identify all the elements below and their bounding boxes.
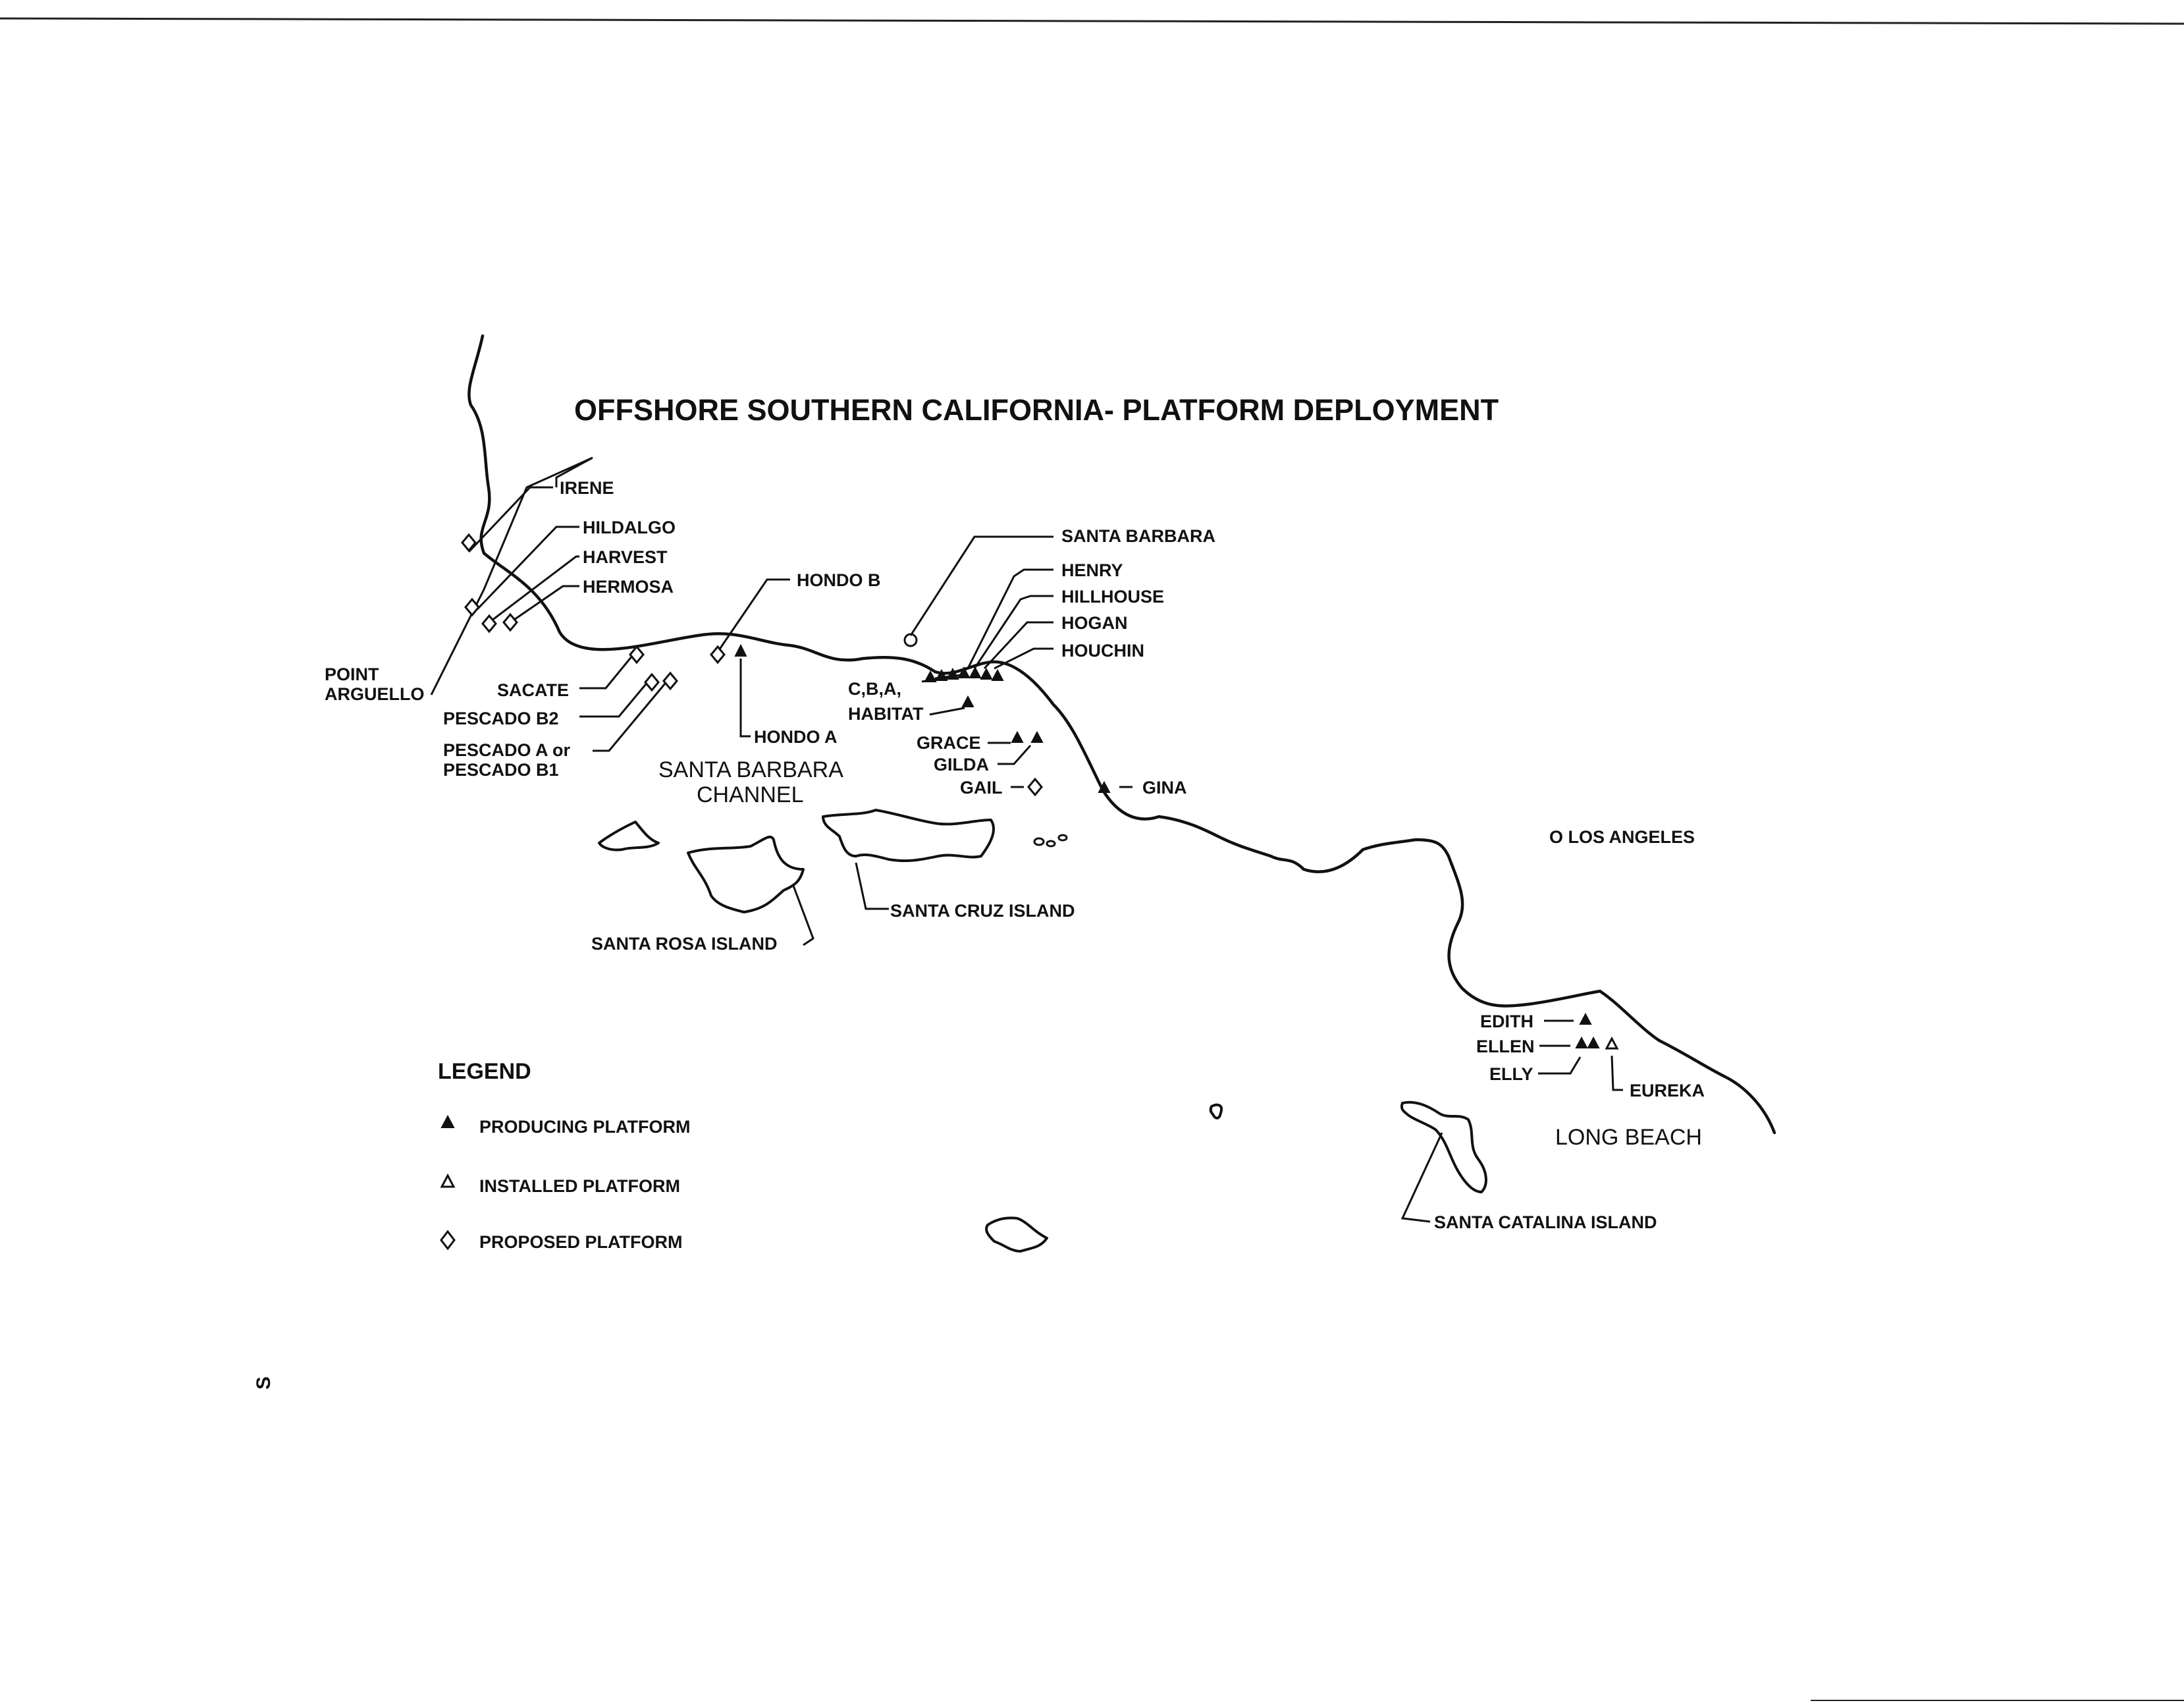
legend-producing-icon [440,1114,455,1128]
gail-marker [1027,777,1043,797]
san-nicolas-island [985,1216,1048,1253]
label-point-arguello-2: ARGUELLO [325,684,425,704]
label-ellen: ELLEN [1476,1037,1535,1056]
legend: LEGEND PRODUCING PLATFORM INSTALLED PLAT… [438,1059,690,1252]
legend-proposed-icon [440,1230,456,1251]
pescado-a-marker [662,671,678,691]
cba-marker-3 [946,667,959,680]
santa-barbara-island [1209,1103,1223,1120]
houchin-marker [991,668,1004,681]
label-pescado-b2: PESCADO B2 [443,709,559,728]
label-henry: HENRY [1061,560,1123,580]
label-houchin: HOUCHIN [1061,641,1144,661]
legend-installed-label: INSTALLED PLATFORM [479,1176,680,1196]
gina-marker [1098,780,1111,793]
hondo-b-marker [710,645,726,664]
label-cba: C,B,A, [848,679,901,699]
henry-marker [957,666,971,678]
label-gail: GAIL [960,778,1003,798]
map-labels: IRENE HILDALGO HARVEST HERMOSA POINT ARG… [325,478,1705,1232]
santa-barbara-city-marker [903,633,918,647]
label-harvest: HARVEST [583,547,668,567]
top-rule [0,17,2184,25]
label-hondo-b: HONDO B [797,570,881,590]
label-habitat: HABITAT [848,704,924,724]
coastline [467,334,1776,1135]
pescado-b2-marker [644,672,660,692]
producing-platform-markers [734,643,1600,1048]
hillhouse-marker [969,666,982,678]
hondo-a-marker [734,643,747,657]
ellen-marker [1575,1036,1588,1048]
eureka-marker [1605,1036,1619,1050]
label-gina: GINA [1142,778,1187,798]
label-edith: EDITH [1480,1012,1533,1031]
label-eureka: EUREKA [1630,1081,1705,1100]
label-grace: GRACE [917,733,981,753]
cba-marker-2 [935,668,948,681]
hermosa-marker [502,612,518,632]
label-hermosa: HERMOSA [583,577,674,597]
label-santa-rosa-island: SANTA ROSA ISLAND [591,934,778,954]
label-santa-catalina-island: SANTA CATALINA ISLAND [1434,1212,1657,1232]
label-santa-barbara: SANTA BARBARA [1061,526,1215,546]
edith-marker [1579,1012,1592,1025]
habitat-marker [961,695,974,707]
legend-proposed-label: PROPOSED PLATFORM [479,1232,683,1252]
label-hogan: HOGAN [1061,613,1128,633]
legend-installed-icon [440,1173,456,1188]
sacate-marker [629,645,645,664]
label-sacate: SACATE [497,680,569,700]
label-pescado-a-1: PESCADO A or [443,740,571,760]
label-hillhouse: HILLHOUSE [1061,587,1164,607]
santa-cruz-island [822,809,995,863]
cba-marker-1 [924,670,937,682]
label-long-beach: LONG BEACH [1555,1125,1702,1150]
hogan-marker [980,667,993,680]
label-gilda: GILDA [934,755,989,774]
label-channel-1: SANTA BARBARA [658,757,843,782]
santa-rosa-island [687,835,805,913]
leader-lines [430,456,1623,1223]
label-hildalgo: HILDALGO [583,518,676,537]
label-elly: ELLY [1489,1064,1533,1084]
small-western-island [598,821,660,852]
proposed-platform-markers [461,533,1043,797]
elly-marker [1587,1036,1600,1048]
label-hondo-a: HONDO A [754,727,838,747]
label-santa-cruz-island: SANTA CRUZ ISLAND [890,901,1075,921]
irene-marker [461,533,477,553]
harvest-marker [481,614,497,634]
santa-catalina-island [1400,1100,1487,1193]
gilda-marker [1030,730,1044,743]
legend-heading: LEGEND [438,1059,531,1084]
label-los-angeles: O LOS ANGELES [1549,827,1695,847]
page-mark: S [253,1376,275,1390]
map-title: OFFSHORE SOUTHERN CALIFORNIA- PLATFORM D… [574,393,1499,427]
label-point-arguello-1: POINT [325,664,379,684]
label-irene: IRENE [560,478,614,498]
grace-marker [1011,730,1024,743]
label-pescado-a-2: PESCADO B1 [443,760,559,780]
anacapa-islets [1033,834,1068,848]
label-channel-2: CHANNEL [697,782,803,807]
hildalgo-marker [464,597,480,617]
legend-producing-label: PRODUCING PLATFORM [479,1117,690,1137]
